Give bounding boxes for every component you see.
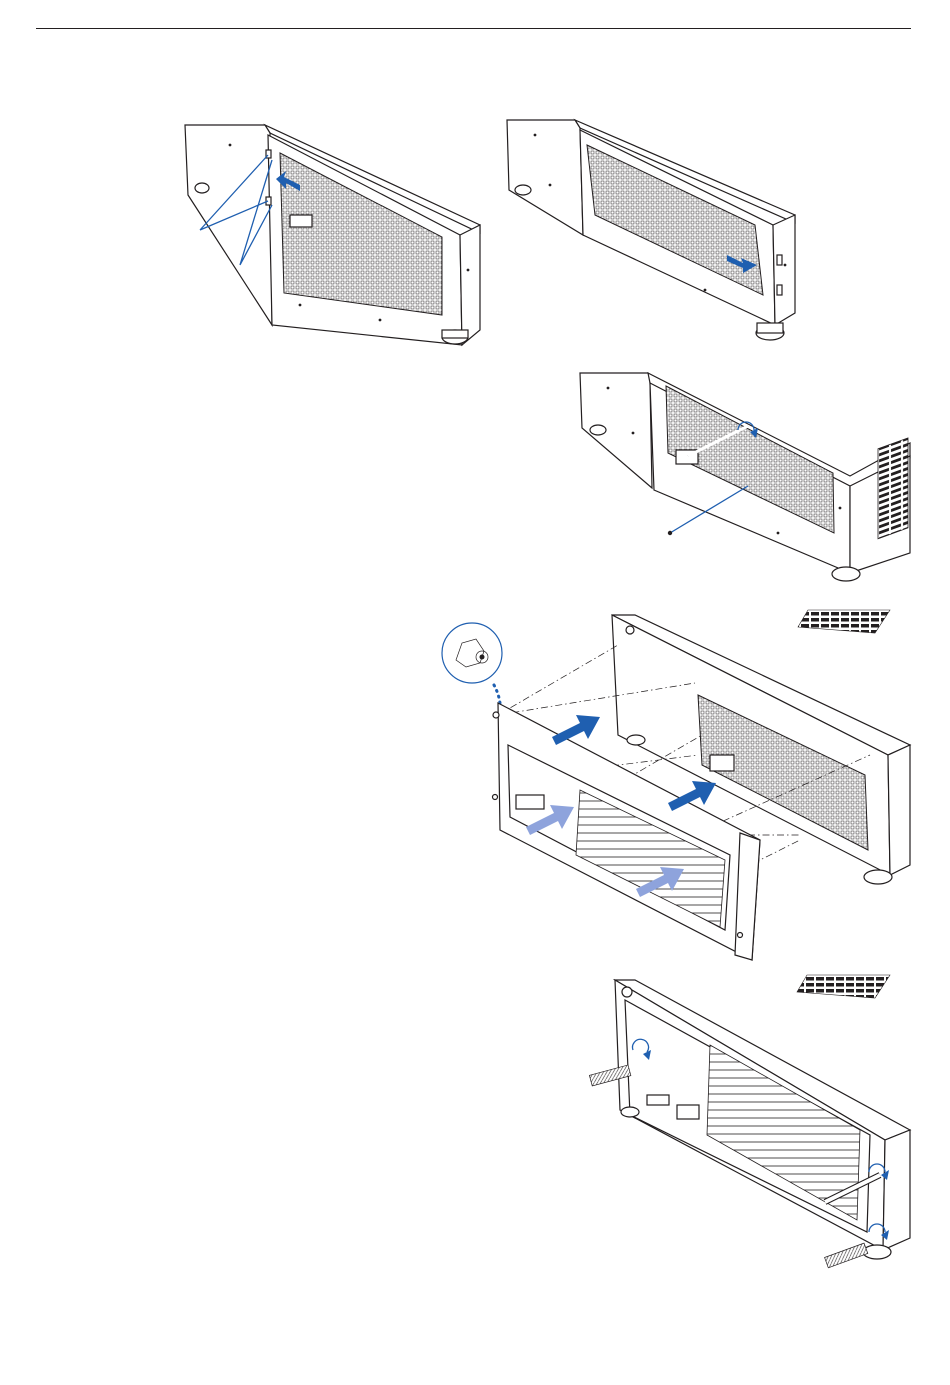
- figure-filter-latch-illustration: [180, 115, 490, 350]
- figure-front-cover-attach-illustration: [440, 605, 915, 965]
- figure-filter-slide-illustration: [505, 115, 805, 345]
- figure-front-cover-screws-illustration: [585, 970, 913, 1275]
- figure-screw-removal-illustration: [578, 368, 913, 583]
- header-rule: [36, 28, 911, 29]
